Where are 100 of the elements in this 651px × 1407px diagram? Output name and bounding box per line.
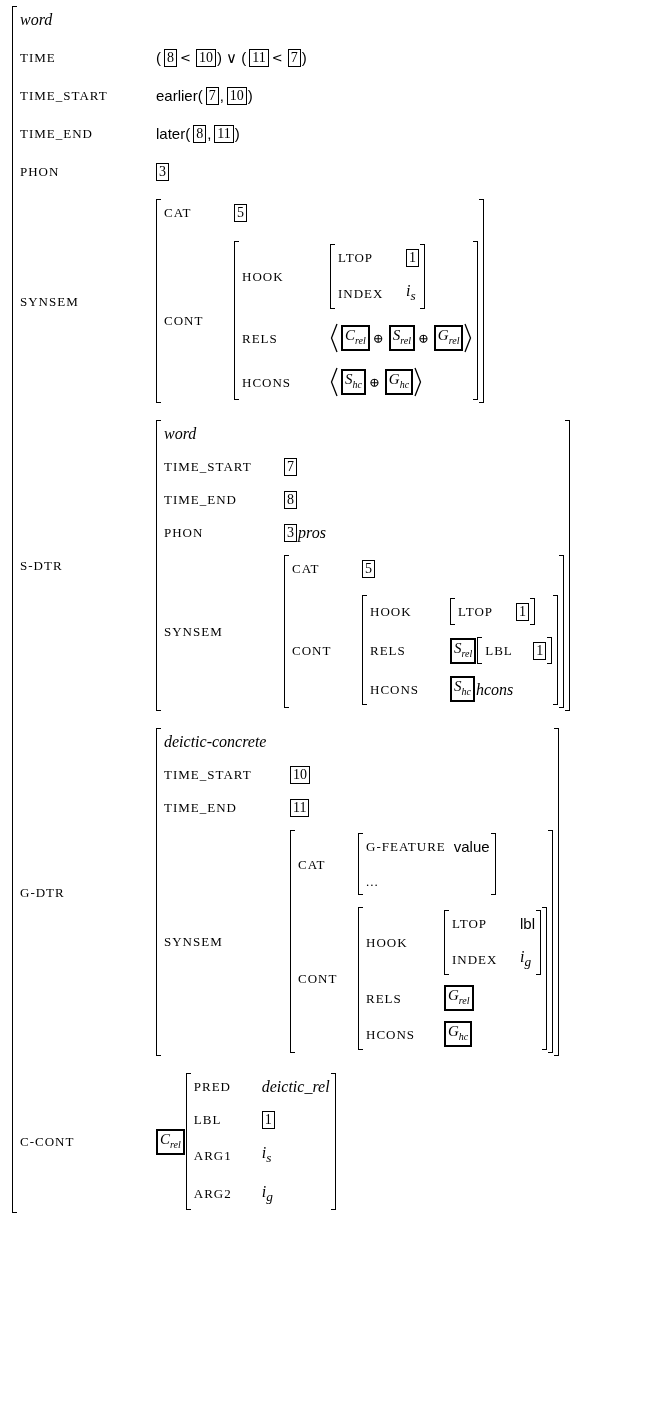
coindex-tag: 7 <box>205 86 219 105</box>
feature-name: LTOP <box>452 916 488 932</box>
feature-name: SYNSEM <box>164 624 223 640</box>
coindex-tag: 1 <box>516 602 529 621</box>
type-label: hcons <box>475 679 514 700</box>
feature-value: lbl <box>520 914 535 935</box>
feature-value: value <box>453 837 490 858</box>
feature-name: ARG2 <box>193 1186 232 1202</box>
feature-name: PHON <box>164 525 204 541</box>
feature-value: ) ∨ ( <box>216 48 247 68</box>
feature-name: LTOP <box>458 604 494 620</box>
feature-name: C-CONT <box>20 1134 75 1150</box>
coindex-tag: 3 <box>156 162 169 181</box>
coindex-tag: 7 <box>284 457 297 476</box>
attribute-value-matrix <box>330 244 425 310</box>
feature-name: CAT <box>164 205 192 220</box>
coindex-tag: G$_{hc}$ <box>444 1021 473 1048</box>
coindex-tag: 1 <box>533 641 547 660</box>
coindex-tag: 10 <box>290 765 310 784</box>
type-label: i$_{s}$ <box>406 281 416 306</box>
coindex-tag: 11 <box>249 48 269 67</box>
attribute-value-matrix <box>290 830 553 1054</box>
coindex-tag: 8 <box>284 490 297 509</box>
coindex-tag: 8 <box>164 48 177 67</box>
coindex-tag: G$_{hc}$ <box>384 369 414 396</box>
type-label: deictic-concrete <box>164 733 267 751</box>
type-label: pros <box>298 523 326 544</box>
coindex-tag: S$_{rel}$ <box>450 637 477 664</box>
feature-value: ( <box>156 48 161 68</box>
feature-name: SYNSEM <box>20 293 79 309</box>
feature-value: ) <box>234 124 240 144</box>
attribute-value-matrix <box>444 910 541 976</box>
feature-name: TIME <box>20 50 56 65</box>
type-label: word <box>164 425 197 443</box>
feature-name: ... <box>366 874 379 890</box>
attribute-value-matrix <box>156 199 485 404</box>
feature-name: HOOK <box>366 935 408 951</box>
feature-name: CONT <box>298 971 338 987</box>
feature-name: LTOP <box>338 250 374 265</box>
feature-name: CONT <box>292 642 332 658</box>
operator-symbol: < <box>179 49 192 67</box>
feature-name: CAT <box>298 856 326 872</box>
feature-name: HOOK <box>242 269 284 285</box>
attribute-value-matrix <box>358 833 496 896</box>
type-label: i$_{g}$ <box>261 1181 273 1206</box>
feature-name: G-DTR <box>20 884 65 900</box>
coindex-tag: 8 <box>193 124 207 143</box>
attribute-value-matrix <box>185 1073 336 1210</box>
feature-name: RELS <box>242 330 278 346</box>
type-label: i$_{g}$ <box>520 947 532 972</box>
feature-value: ) <box>301 48 307 68</box>
feature-value: ) <box>247 86 253 106</box>
attribute-value-matrix <box>284 555 565 709</box>
feature-name: SYNSEM <box>164 934 223 950</box>
feature-name: INDEX <box>452 951 498 967</box>
feature-name: INDEX <box>338 285 384 301</box>
feature-value: earlier( <box>156 86 203 106</box>
feature-value: , <box>207 124 212 144</box>
feature-name: TIME_START <box>164 767 252 783</box>
coindex-tag: G$_{rel}$ <box>444 985 474 1012</box>
operator-symbol: ⊕ <box>416 329 430 348</box>
feature-name: S-DTR <box>20 558 63 574</box>
coindex-tag: 5 <box>234 203 247 222</box>
operator-symbol: ⊕ <box>367 373 381 392</box>
coindex-tag: 10 <box>226 86 247 105</box>
feature-name: HCONS <box>366 1026 416 1042</box>
feature-value: later( <box>156 124 191 144</box>
feature-name: HCONS <box>242 374 292 390</box>
feature-name: TIME_END <box>20 126 93 141</box>
feature-name: CONT <box>164 313 204 329</box>
coindex-tag: S$_{rel}$ <box>388 325 415 352</box>
attribute-value-matrix <box>477 637 553 665</box>
coindex-tag: 11 <box>214 124 234 143</box>
feature-name: PRED <box>193 1079 231 1095</box>
coindex-tag: 3 <box>284 523 297 542</box>
feature-name: LBL <box>485 643 513 659</box>
attribute-value-matrix <box>234 241 479 401</box>
coindex-tag: C$_{rel}$ <box>341 325 370 352</box>
feature-name: HOOK <box>370 604 412 620</box>
feature-name: LBL <box>193 1112 222 1128</box>
feature-name: TIME_END <box>164 800 237 816</box>
type-label: word <box>20 11 53 28</box>
feature-value: , <box>219 86 224 106</box>
attribute-value-matrix <box>156 728 559 1057</box>
coindex-tag: 7 <box>287 48 301 67</box>
attribute-value-matrix <box>358 907 547 1051</box>
operator-symbol: < <box>270 49 284 67</box>
feature-name: TIME_START <box>164 459 252 475</box>
feature-name: TIME_START <box>20 88 108 103</box>
feature-name: TIME_END <box>164 492 237 508</box>
operator-symbol: ⊕ <box>371 329 385 348</box>
coindex-tag: G$_{rel}$ <box>433 325 464 352</box>
coindex-tag: S$_{hc}$ <box>450 676 475 703</box>
feature-name: ARG1 <box>193 1147 232 1163</box>
attribute-value-matrix <box>156 420 571 712</box>
type-label: i$_{s}$ <box>261 1143 272 1168</box>
coindex-tag: 5 <box>362 559 375 578</box>
feature-name: RELS <box>370 643 406 659</box>
feature-name: G-FEATURE <box>366 839 446 855</box>
attribute-value-matrix <box>450 598 535 626</box>
